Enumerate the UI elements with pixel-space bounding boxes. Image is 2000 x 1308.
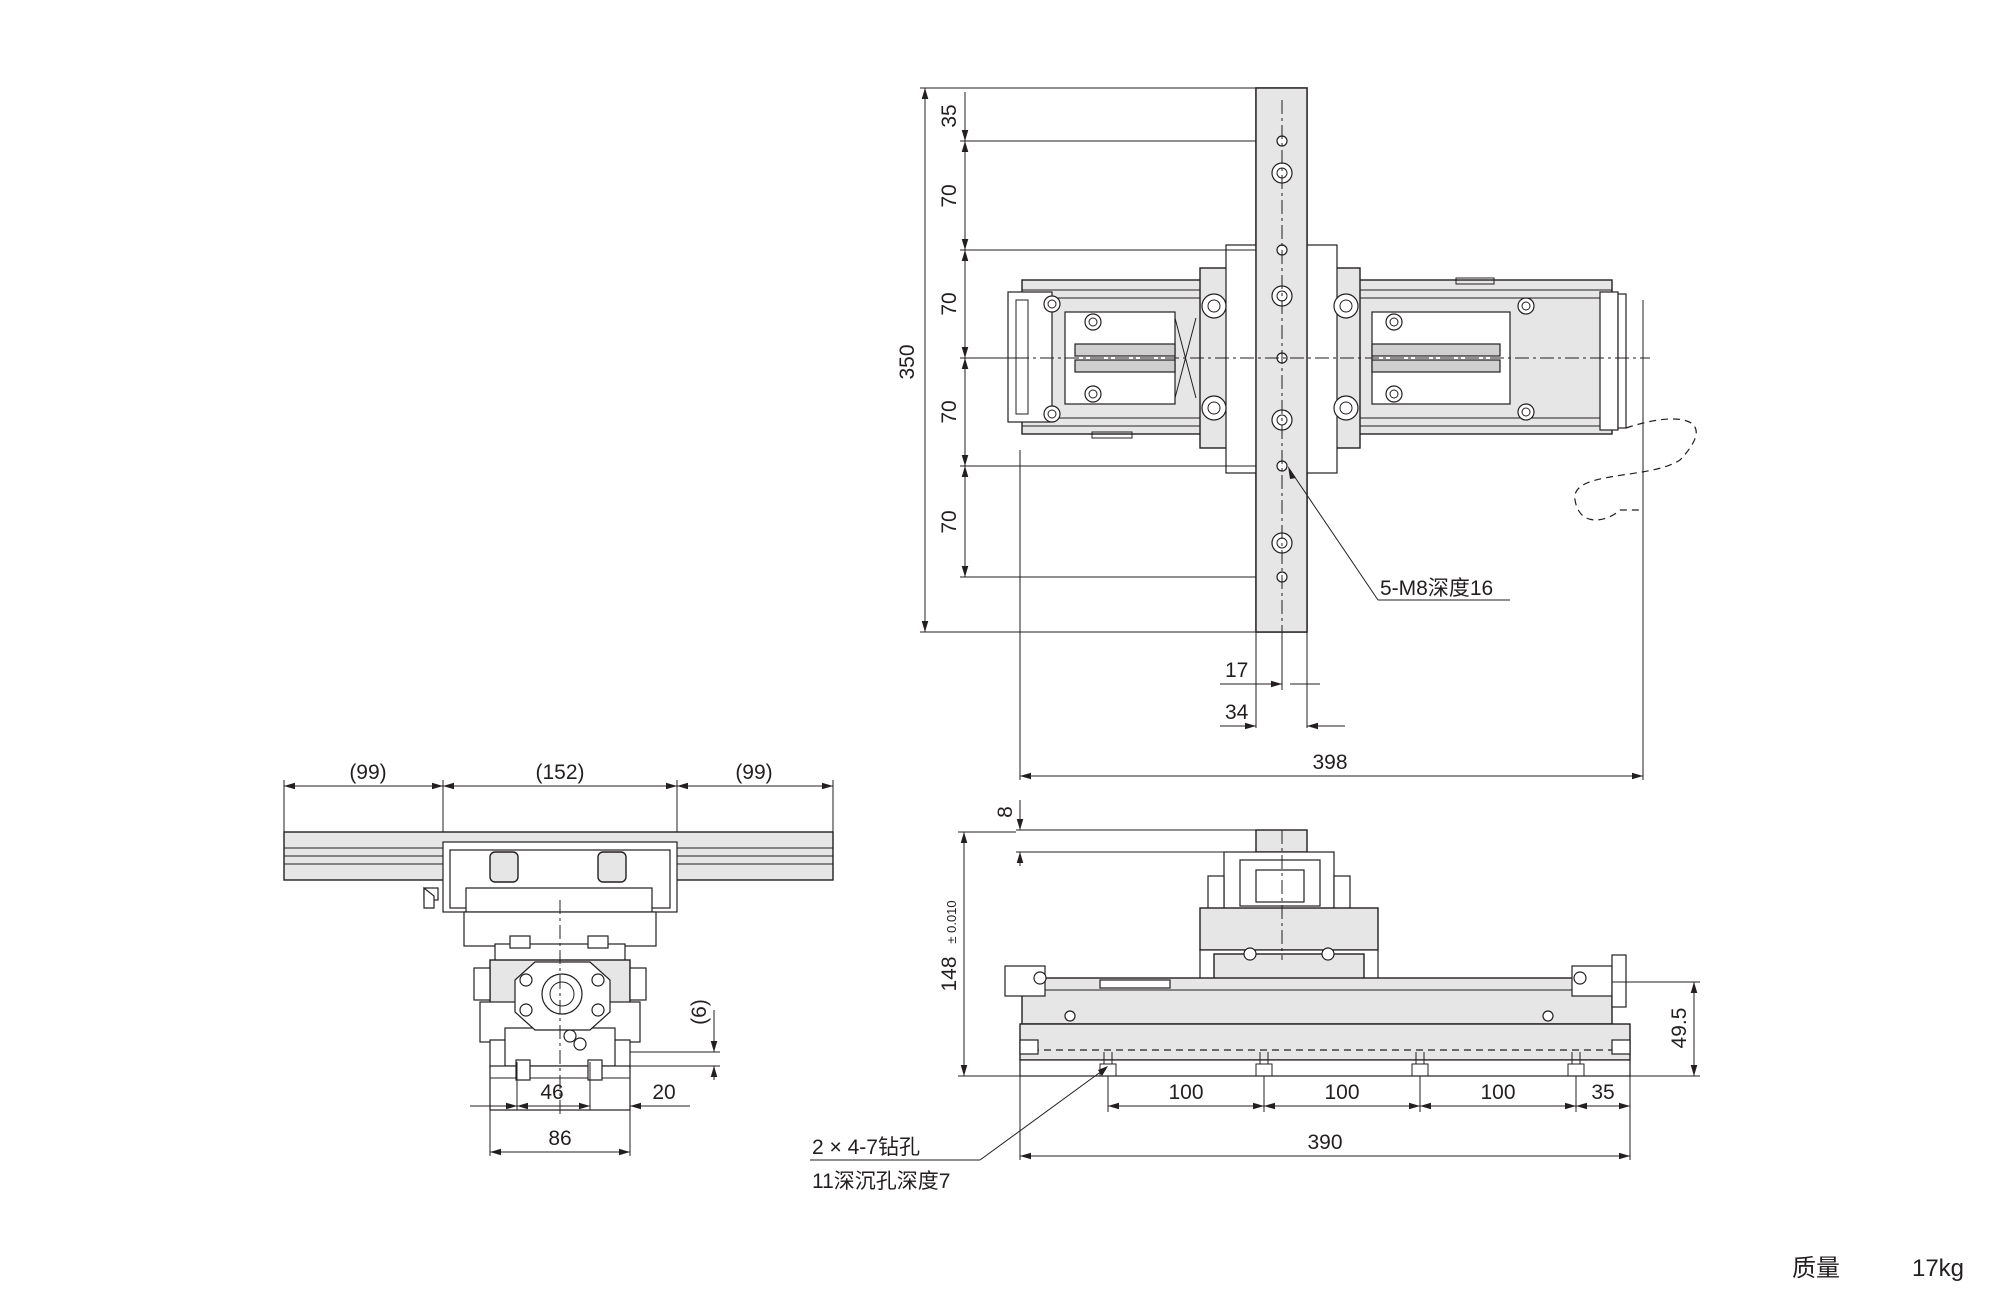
counterbore-holes xyxy=(1099,1052,1585,1076)
dim-148: 148 xyxy=(938,956,961,991)
dim-34: 34 xyxy=(1225,701,1249,724)
callout-drill-holes: 2 × 4-7钻孔 xyxy=(812,1136,920,1159)
cable-hidden-line xyxy=(1574,418,1697,521)
dim-70-d: 70 xyxy=(938,510,961,533)
top-view: 350 35 70 70 70 70 5-M8深度16 17 34 398 xyxy=(896,87,1697,780)
right-end-block xyxy=(1599,291,1619,431)
callout-counterbore: 11深沉孔深度7 xyxy=(812,1170,950,1193)
left-end-block xyxy=(1007,291,1053,423)
dim-398: 398 xyxy=(1312,751,1347,774)
dim-99-right: (99) xyxy=(735,761,772,784)
side-carriage-mid xyxy=(1199,907,1379,951)
dim-350: 350 xyxy=(896,344,919,379)
dim-6: (6) xyxy=(688,999,711,1025)
dim-152: (152) xyxy=(535,761,584,784)
dim-35-side: 35 xyxy=(1591,1081,1614,1104)
carriage-bolts xyxy=(1043,293,1535,423)
dim-70-a: 70 xyxy=(938,184,961,207)
end-view: (99) (152) (99) xyxy=(283,761,834,1156)
dim-100-b: 100 xyxy=(1324,1081,1359,1104)
mass-label: 质量 xyxy=(1792,1255,1840,1282)
side-view: 8 148 ± 0.010 49.5 100 100 100 35 390 xyxy=(810,800,1700,1193)
dim-35-top: 35 xyxy=(938,104,961,127)
mass-value: 17kg xyxy=(1912,1255,1964,1282)
dim-46: 46 xyxy=(540,1081,563,1104)
callout-m8-holes: 5-M8深度16 xyxy=(1380,577,1493,600)
dim-86: 86 xyxy=(548,1127,571,1150)
dim-70-c: 70 xyxy=(938,400,961,423)
mass-note: 质量 17kg xyxy=(1792,1255,1964,1282)
dim-148-tolerance: ± 0.010 xyxy=(944,900,959,943)
dim-20: 20 xyxy=(652,1081,675,1104)
dim-70-b: 70 xyxy=(938,292,961,315)
dim-99-left: (99) xyxy=(349,761,386,784)
dim-8: 8 xyxy=(994,806,1017,818)
dim-100-c: 100 xyxy=(1480,1081,1515,1104)
dim-17: 17 xyxy=(1225,659,1248,682)
dim-100-a: 100 xyxy=(1168,1081,1203,1104)
dim-390: 390 xyxy=(1307,1131,1342,1154)
dim-49-5: 49.5 xyxy=(1668,1008,1691,1049)
